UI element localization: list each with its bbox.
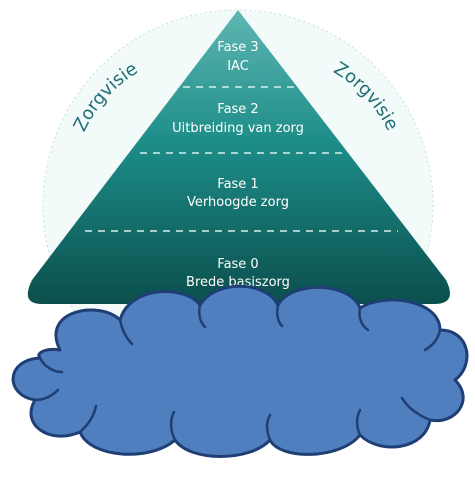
- phase-1-desc: Verhoogde zorg: [187, 195, 289, 210]
- phase-2-title: Fase 2: [217, 102, 258, 117]
- cloud-inner-lines: [33, 303, 442, 442]
- phase-2-desc: Uitbreiding van zorg: [172, 121, 304, 136]
- phase-0-title: Fase 0: [217, 257, 258, 272]
- phase-0-desc: Brede basiszorg: [186, 275, 290, 290]
- phase-1-title: Fase 1: [217, 177, 258, 192]
- phase-3-title: Fase 3: [217, 40, 258, 55]
- phase-3-desc: IAC: [227, 59, 249, 74]
- pyramid: [27, 10, 450, 304]
